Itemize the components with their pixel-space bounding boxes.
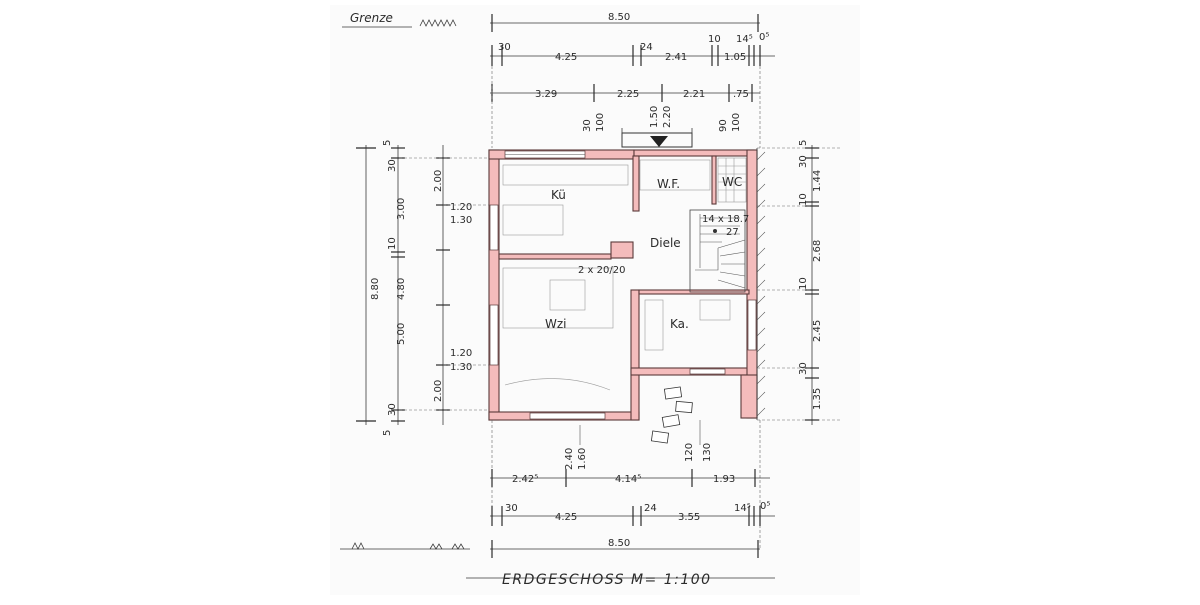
top-r2-05: 0⁵ (759, 32, 769, 43)
top-r4-100: 100 (595, 113, 606, 132)
bottom-r1-120: 120 (684, 443, 695, 462)
right-30-top: 30 (798, 155, 809, 168)
left-outer-5-bottom: 5 (382, 430, 393, 436)
chimney-label: 2 x 20/20 (578, 265, 625, 276)
top-r4-220: 2.20 (662, 106, 673, 128)
bottom-r1-160: 1.60 (577, 448, 588, 470)
bottom-dimension-chains: 2.40 1.60 120 130 2.42⁵ 4.14⁵ 1.93 30 4.… (490, 420, 775, 558)
top-r2-10: 10 (708, 34, 721, 45)
top-r3-221: 2.21 (683, 89, 705, 100)
east-boundary-hatch (756, 147, 842, 421)
grenze-zigzag-bottom-1 (351, 542, 365, 550)
room-label-wf: W.F. (657, 177, 680, 191)
right-30-bottom: 30 (798, 362, 809, 375)
bottom-r2-193: 1.93 (713, 474, 735, 485)
left-outer-30-bottom: 30 (387, 403, 398, 416)
top-total-dim: 8.50 (608, 12, 630, 23)
top-r4-150: 1.50 (649, 106, 660, 128)
grenze-zigzag-bottom-3 (451, 543, 465, 550)
top-r2-105: 1.05 (724, 52, 746, 63)
stair-steps-label: 27 (726, 227, 739, 238)
left-dimension-chains: 8.80 5 30 3.00 10 4.80 5.00 30 5 2.00 1.… (356, 140, 489, 436)
right-144: 1.44 (812, 170, 823, 192)
grenze-zigzag-bottom-2 (429, 543, 443, 550)
bottom-r3-425: 4.25 (555, 512, 577, 523)
wall-wf-wc (711, 155, 717, 205)
top-r4-100b: 100 (731, 113, 742, 132)
left-inner-200-top: 2.00 (433, 170, 444, 192)
left-outer-30-top: 30 (387, 159, 398, 172)
chimney-block (610, 241, 634, 259)
top-r3-75: .75 (733, 89, 749, 100)
left-outer-5-top: 5 (382, 140, 393, 146)
windows (489, 150, 757, 420)
top-dimension-chains: 8.50 30 4.25 24 2.41 10 1.05 14⁵ 0⁵ 3.29… (490, 12, 775, 148)
top-r4-30: 30 (582, 119, 593, 132)
bottom-r2-2425: 2.42⁵ (512, 474, 538, 485)
right-245: 2.45 (812, 320, 823, 342)
wall-wzi-east (630, 289, 640, 421)
front-entrance (621, 128, 693, 148)
top-r2-241: 2.41 (665, 52, 687, 63)
grenze-zigzag-top (419, 19, 457, 27)
grenze-label: Grenze (350, 11, 393, 25)
top-r2-145: 14⁵ (736, 34, 753, 45)
left-outer-300: 3.00 (396, 198, 407, 220)
furniture (502, 159, 731, 391)
left-inner-130-bottom: 1.30 (450, 362, 472, 373)
bottom-total-dim: 8.50 (608, 538, 630, 549)
bottom-r3-30: 30 (505, 503, 518, 514)
right-268: 2.68 (812, 240, 823, 262)
paper-sheet (330, 5, 860, 595)
top-r2-24: 24 (640, 42, 653, 53)
room-label-wc: WC (722, 175, 742, 189)
bottom-r1-240: 2.40 (564, 448, 575, 470)
left-inner-120-top: 1.20 (450, 202, 472, 213)
top-r3-225: 2.25 (617, 89, 639, 100)
bottom-r1-130: 130 (702, 443, 713, 462)
right-5: 5 (798, 140, 809, 146)
room-label-wzi: Wzi (545, 317, 567, 331)
right-10-bottom: 10 (798, 277, 809, 290)
wall-east-lower (740, 374, 758, 419)
bottom-r3-145: 14⁵ (734, 503, 751, 514)
right-135: 1.35 (812, 388, 823, 410)
wc-fixtures (717, 157, 747, 203)
top-r3-329: 3.29 (535, 89, 557, 100)
wall-kue-diele (632, 155, 640, 212)
top-r4-90: 90 (718, 119, 729, 132)
bottom-r3-05: 0⁵ (760, 501, 770, 512)
left-outer-500: 5.00 (396, 323, 407, 345)
bottom-r3-24: 24 (644, 503, 657, 514)
drawing-title: ERDGESCHOSS M= 1:100 (502, 572, 712, 588)
staircase (689, 209, 746, 293)
entrance-arrow-icon (650, 136, 668, 147)
left-total-dim: 8.80 (370, 278, 381, 300)
bottom-r2-4145: 4.14⁵ (615, 474, 641, 485)
stepping-stones (650, 386, 693, 444)
left-inner-130-top: 1.30 (450, 215, 472, 226)
wall-kue-wzi (498, 253, 612, 260)
wall-west (488, 149, 500, 421)
right-10-top: 10 (798, 193, 809, 206)
left-outer-480: 4.80 (396, 278, 407, 300)
top-r2-30: 30 (498, 42, 511, 53)
room-label-diele: Diele (650, 236, 681, 250)
room-label-ka: Ka. (670, 317, 689, 331)
top-r2-425: 4.25 (555, 52, 577, 63)
left-outer-10: 10 (387, 237, 398, 250)
stair-size-label: 14 x 18.7 (702, 214, 749, 225)
wall-north-right (633, 149, 755, 157)
right-dimension-chain: 5 30 1.44 10 2.68 10 2.45 30 1.35 (757, 140, 823, 425)
room-label-kueche: Kü (551, 188, 566, 202)
left-inner-120-bottom: 1.20 (450, 348, 472, 359)
left-inner-200-bottom: 2.00 (433, 380, 444, 402)
bottom-r3-355: 3.55 (678, 512, 700, 523)
